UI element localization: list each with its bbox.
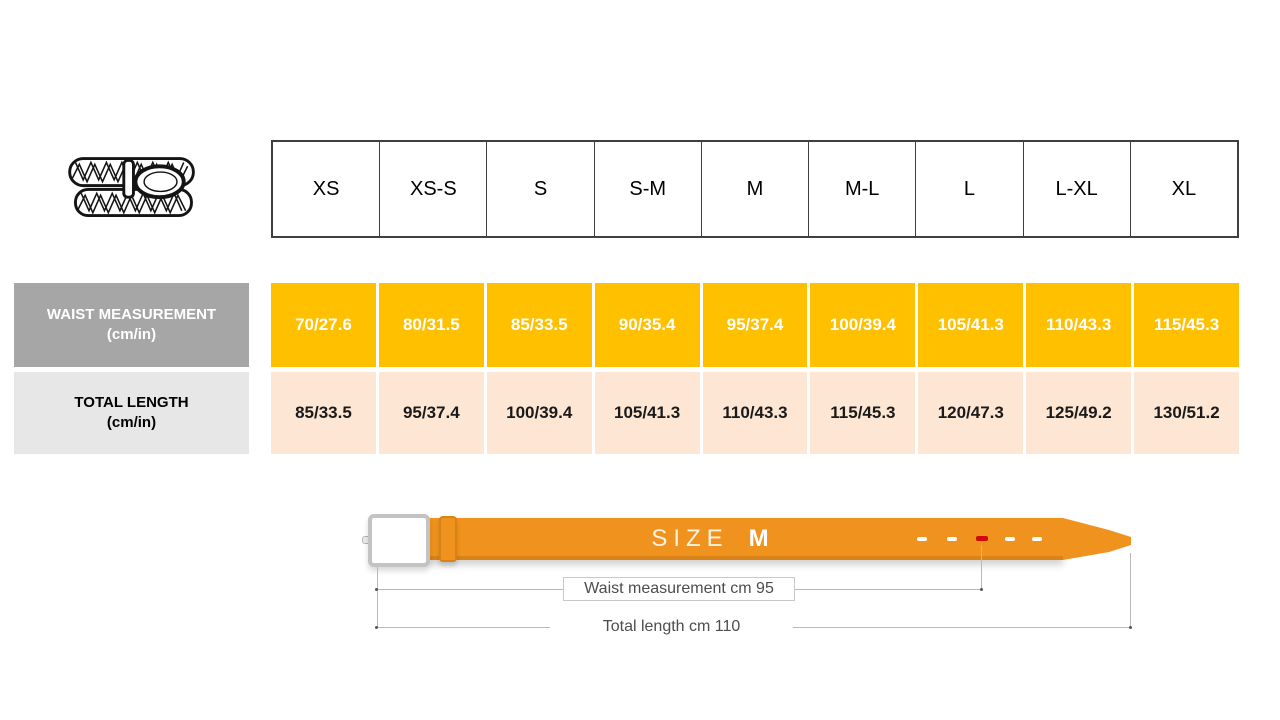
size-cell: L-XL	[1022, 142, 1130, 236]
size-cell: M	[700, 142, 808, 236]
size-cell: S-M	[593, 142, 701, 236]
belt-hole-icon	[1005, 537, 1015, 541]
size-cell: XL	[1129, 142, 1237, 236]
waist-value-cell: 85/33.5	[486, 283, 592, 367]
row-label-text: TOTAL LENGTH	[74, 393, 189, 411]
belt-tip	[1063, 518, 1131, 560]
tip-guide-line	[1130, 553, 1131, 627]
belt-hole-selected-icon	[976, 536, 988, 541]
size-cell: L	[915, 142, 1022, 236]
line-end-dot	[375, 588, 378, 591]
size-value: M	[748, 525, 769, 552]
belt-measurement-diagram: SIZE M Waist measurement cm 95 Total len…	[0, 480, 1280, 680]
belt-hole-icon	[1032, 537, 1042, 541]
size-cell: XS	[312, 177, 340, 200]
waist-measurement-row-label: WAIST MEASUREMENT (cm/in)	[14, 283, 249, 367]
belt-size-label: SIZE M	[600, 525, 820, 553]
belt-strap	[427, 518, 1063, 560]
size-cell: S	[486, 142, 593, 236]
row-label-unit: (cm/in)	[106, 414, 157, 431]
belt-hole-icon	[947, 537, 957, 541]
length-value-cell: 95/37.4	[378, 372, 484, 454]
length-value-cell: 125/49.2	[1026, 372, 1132, 454]
row-label-unit: (cm/in)	[106, 326, 157, 343]
size-cell: XS-S	[379, 142, 486, 236]
waist-value-cell: 70/27.6	[271, 283, 376, 367]
belt-buckle	[368, 514, 430, 567]
waist-value-cell: 80/31.5	[378, 283, 484, 367]
hole-guide-line	[981, 545, 982, 589]
length-value-cell: 105/41.3	[594, 372, 700, 454]
waist-value-cell: 100/39.4	[810, 283, 916, 367]
waist-value-cell: 95/37.4	[702, 283, 808, 367]
length-value-cell: 110/43.3	[702, 372, 808, 454]
buckle-guide-line	[377, 567, 378, 627]
waist-measurement-row: 70/27.6 80/31.5 85/33.5 90/35.4 95/37.4 …	[271, 283, 1240, 367]
length-value-cell: 130/51.2	[1134, 372, 1240, 454]
total-length-row-label: TOTAL LENGTH (cm/in)	[14, 372, 249, 454]
waist-value-cell: 110/43.3	[1026, 283, 1132, 367]
total-length-row: 85/33.5 95/37.4 100/39.4 105/41.3 110/43…	[271, 372, 1240, 454]
waist-value-cell: 115/45.3	[1134, 283, 1240, 367]
waist-value-cell: 105/41.3	[918, 283, 1024, 367]
length-value-cell: 120/47.3	[918, 372, 1024, 454]
length-value-cell: 115/45.3	[810, 372, 916, 454]
line-end-dot	[375, 626, 378, 629]
size-word: SIZE	[651, 525, 729, 552]
belt-keeper	[439, 516, 457, 562]
size-header-row: XS XS-S S S-M M M-L L L-XL XL	[271, 140, 1239, 238]
length-value-cell: 100/39.4	[486, 372, 592, 454]
line-end-dot	[1129, 626, 1132, 629]
row-label-text: WAIST MEASUREMENT	[46, 305, 217, 323]
length-value-cell: 85/33.5	[271, 372, 376, 454]
total-length-annotation: Total length cm 110	[550, 616, 793, 638]
belt-hole-icon	[917, 537, 927, 541]
waist-measurement-annotation: Waist measurement cm 95	[563, 577, 795, 601]
line-end-dot	[980, 588, 983, 591]
size-cell: M-L	[808, 142, 915, 236]
braided-belt-icon	[68, 157, 195, 218]
waist-value-cell: 90/35.4	[594, 283, 700, 367]
